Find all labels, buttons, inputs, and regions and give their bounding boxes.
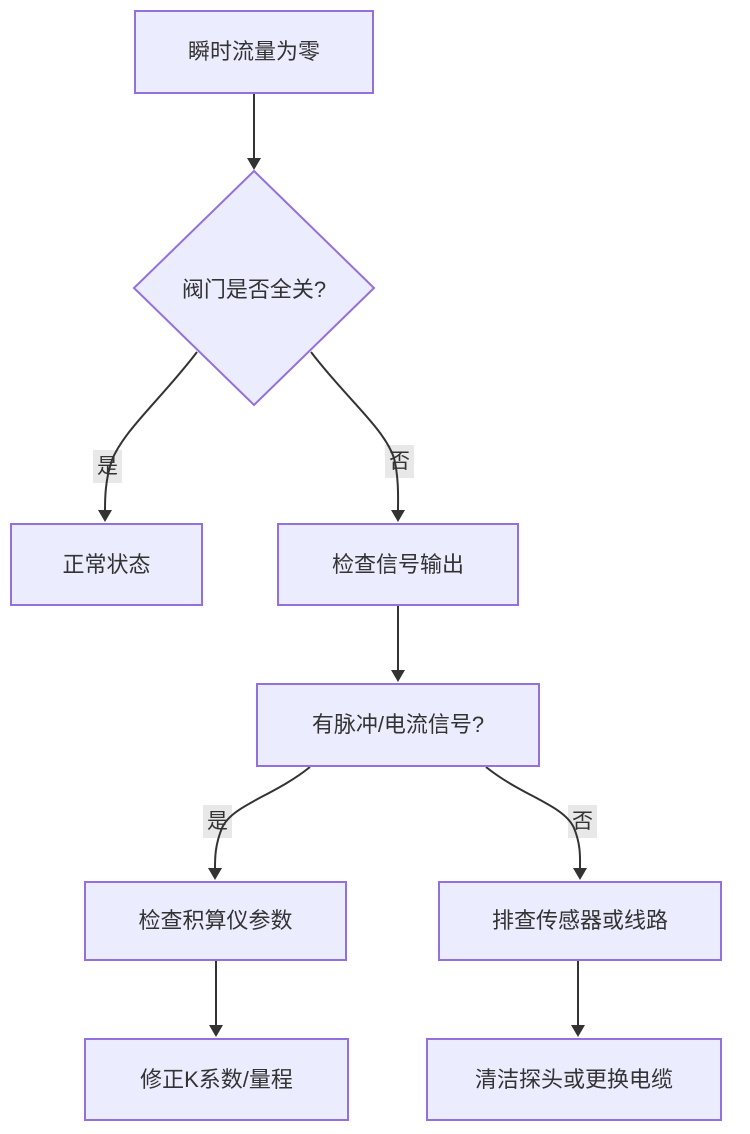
- node-check-sensor-label: 排查传感器或线路: [491, 908, 668, 934]
- node-check-signal-label: 检查信号输出: [331, 551, 464, 577]
- node-check-signal: 检查信号输出: [277, 523, 519, 606]
- node-fix-k-label: 修正K系数/量程: [140, 1066, 293, 1092]
- node-check-totalizer-label: 检查积算仪参数: [138, 908, 293, 934]
- node-normal-state-label: 正常状态: [62, 551, 151, 577]
- node-clean-probe: 清洁探头或更换电缆: [426, 1038, 722, 1121]
- node-check-sensor: 排查传感器或线路: [438, 881, 722, 961]
- node-check-totalizer: 检查积算仪参数: [84, 881, 347, 961]
- node-valve-question: 阀门是否全关?: [144, 268, 364, 308]
- node-signal-question: 有脉冲/电流信号?: [256, 683, 540, 767]
- node-valve-question-label: 阀门是否全关?: [181, 277, 327, 302]
- node-fix-k: 修正K系数/量程: [84, 1038, 349, 1121]
- node-signal-question-label: 有脉冲/电流信号?: [311, 712, 485, 738]
- node-normal-state: 正常状态: [10, 523, 203, 606]
- node-start-label: 瞬时流量为零: [187, 39, 320, 65]
- node-clean-probe-label: 清洁探头或更换电缆: [474, 1066, 673, 1092]
- node-start: 瞬时流量为零: [134, 10, 374, 94]
